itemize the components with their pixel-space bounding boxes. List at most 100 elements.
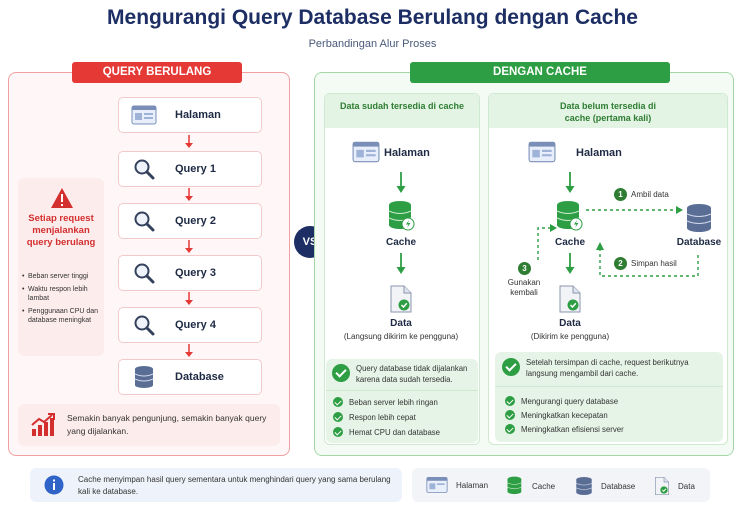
check-circle-icon [332, 364, 350, 382]
arrow-down-icon [185, 135, 193, 148]
miss-page-label: Halaman [576, 147, 622, 159]
cache-hit-heading: Data sudah tersedia di cache [325, 94, 479, 128]
info-icon [44, 475, 64, 495]
legend-label: Halaman [456, 480, 489, 490]
hit-benefit-text: Beban server lebih ringan [349, 397, 438, 407]
trend-text: Semakin banyak pengunjung, semakin banya… [67, 413, 267, 436]
hit-data-note: (Langsung dikirim ke pengguna) [343, 332, 459, 341]
flow-arrows [537, 206, 699, 277]
miss-benefit-text: Mengurangi query database [521, 396, 619, 406]
step1-label: Ambil data [631, 190, 669, 199]
step2-label: Simpan hasil [631, 259, 677, 268]
divider [495, 386, 723, 387]
database-icon [131, 365, 157, 389]
warning-list: Beban server tinggi Waktu respon lebih l… [22, 272, 104, 329]
hit-benefit: Hemat CPU dan database [333, 427, 440, 437]
step-halaman: Halaman [118, 97, 262, 133]
hit-benefit: Respon lebih cepat [333, 412, 416, 422]
browser-window-icon [352, 141, 380, 163]
right-panel-header: DENGAN CACHE [410, 62, 670, 83]
browser-window-icon [528, 141, 556, 163]
cache-miss-heading: Data belum tersedia di cache (pertama ka… [489, 94, 727, 128]
step-number-badge: 2 [614, 257, 627, 270]
trend-box [18, 404, 280, 446]
cache-hit-heading-text: Data sudah tersedia di cache [339, 101, 465, 111]
legend-item-data: Data [654, 476, 695, 496]
hit-cache-label: Cache [385, 237, 416, 248]
step-query-3: Query 3 [118, 255, 262, 291]
hit-benefit-text: Respon lebih cepat [349, 412, 416, 422]
miss-summary-text: Setelah tersimpan di cache, request beri… [526, 358, 689, 378]
miss-cache-label: Cache [554, 237, 585, 248]
check-circle-icon [502, 358, 520, 376]
check-icon [505, 410, 515, 420]
arrow-down-icon [185, 240, 193, 253]
hit-benefit: Beban server lebih ringan [333, 397, 438, 407]
step-database: Database [118, 359, 262, 395]
page-title: Mengurangi Query Database Berulang denga… [107, 6, 638, 29]
hit-benefit-text: Hemat CPU dan database [349, 427, 441, 437]
document-icon [655, 477, 669, 495]
browser-window-icon [131, 103, 157, 127]
database-icon [686, 204, 712, 232]
miss-data-note: (Dikirim ke pengguna) [530, 332, 610, 341]
miss-benefit-text: Meningkatkan efisiensi server [521, 424, 624, 434]
page-subtitle: Perbandingan Alur Proses [308, 38, 437, 50]
step-label: Query 2 [175, 215, 216, 227]
miss-benefit: Mengurangi query database [505, 396, 618, 406]
legend-item-halaman: Halaman [426, 476, 488, 494]
step-query-4: Query 4 [118, 307, 262, 343]
hit-summary: Query database tidak dijalankan karena d… [332, 364, 474, 385]
legend-label: Database [601, 481, 636, 491]
step3-label: Gunakan kembali [507, 278, 541, 297]
arrow-down-icon [185, 344, 193, 357]
miss-benefit: Meningkatkan kecepatan [505, 410, 608, 420]
trending-up-chart-icon [31, 413, 55, 436]
miss-data-label: Data [559, 318, 581, 329]
miss-database-label: Database [676, 237, 722, 248]
check-icon [505, 396, 515, 406]
hit-page-label: Halaman [384, 147, 430, 159]
left-panel-header: QUERY BERULANG [72, 62, 242, 83]
divider [326, 390, 478, 391]
document-icon [390, 285, 412, 313]
step-number-badge: 3 [518, 262, 531, 275]
arrow-down-icon [185, 292, 193, 305]
search-icon [131, 313, 157, 337]
info-text: Cache menyimpan hasil query sementara un… [78, 475, 391, 496]
arrow-down-icon [185, 188, 193, 201]
cache-icon [507, 476, 522, 495]
cache-icon [388, 201, 415, 231]
check-icon [333, 397, 343, 407]
check-icon [333, 427, 343, 437]
arrow-down-icon [565, 253, 575, 274]
step-query-2: Query 2 [118, 203, 262, 239]
miss-benefit: Meningkatkan efisiensi server [505, 424, 624, 434]
browser-window-icon [426, 476, 448, 494]
hit-data-label: Data [390, 318, 412, 329]
step-query-1: Query 1 [118, 151, 262, 187]
cache-icon [556, 201, 583, 231]
warning-item: Waktu respon lebih lambat [22, 285, 104, 304]
warning-item: Beban server tinggi [22, 272, 104, 282]
arrow-down-icon [565, 172, 575, 193]
legend-label: Data [678, 481, 695, 491]
check-icon [333, 412, 343, 422]
legend-item-database: Database [575, 476, 635, 496]
warning-title: Setiap request menjalankan query berulan… [26, 213, 96, 248]
step-label: Query 4 [175, 319, 216, 331]
database-icon [576, 477, 592, 495]
arrow-down-icon [396, 172, 406, 193]
warning-icon [51, 188, 73, 208]
miss-benefit-text: Meningkatkan kecepatan [521, 410, 608, 420]
arrow-down-icon [396, 253, 406, 274]
info-box [30, 468, 402, 502]
step-number-badge: 1 [614, 188, 627, 201]
search-icon [131, 157, 157, 181]
cache-miss-heading-text: Data belum tersedia di cache (pertama ka… [559, 101, 657, 123]
check-icon [505, 424, 515, 434]
warning-item: Penggunaan CPU dan database meningkat [22, 307, 104, 326]
hit-summary-text: Query database tidak dijalankan karena d… [356, 364, 468, 384]
legend-label: Cache [532, 481, 556, 491]
document-icon [559, 285, 581, 313]
